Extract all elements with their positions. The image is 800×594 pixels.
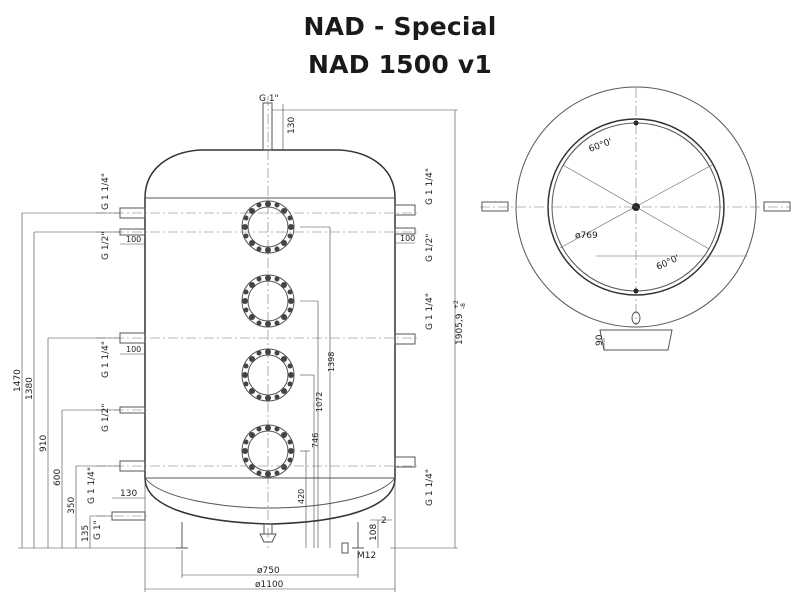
- top-port-label: G 1": [259, 94, 279, 104]
- flange: [241, 274, 295, 328]
- right-port-label: G 1 1/4": [425, 293, 435, 330]
- right-port: [394, 227, 416, 235]
- left-port-label: G 1 1/4": [101, 341, 111, 378]
- angle-label: 60°0': [588, 137, 614, 155]
- svg-text:1905,9: 1905,9: [455, 313, 465, 345]
- right-port-label: G 1 1/4": [425, 469, 435, 506]
- right-port: [394, 333, 416, 345]
- flange: [241, 348, 295, 402]
- right-port-label: G 1/2": [425, 234, 435, 262]
- drain-valve: [259, 533, 277, 543]
- flange: [241, 200, 295, 254]
- left-port-label: G 1 1/4": [87, 467, 97, 504]
- drawing-title: NAD - Special: [303, 12, 497, 41]
- svg-text:+2: +2: [453, 300, 460, 309]
- stub-length: 100: [400, 234, 415, 243]
- height-dim: 350: [67, 497, 77, 514]
- inner-diameter: ø769: [575, 231, 598, 241]
- top-view: 60°0' 60°0' ø769 90: [480, 86, 791, 351]
- bottom-stub-length: 130: [120, 489, 137, 499]
- foot-dim: 90: [595, 334, 605, 346]
- angle-label: 60°0': [655, 253, 681, 272]
- right-port: [394, 456, 416, 468]
- flange-height: 1072: [315, 392, 324, 412]
- height-dim: 135: [81, 525, 91, 542]
- small-dim: 2: [381, 516, 387, 526]
- feet-diameter: ø750: [257, 566, 280, 576]
- top-port: [262, 102, 273, 151]
- tank-shell: [144, 149, 396, 525]
- flange-height: 420: [297, 489, 306, 504]
- flange-height: 1398: [327, 352, 336, 372]
- body-diameter: ø1100: [255, 580, 284, 590]
- right-port-label: G 1 1/4": [425, 168, 435, 205]
- bottom-thread: M12: [357, 551, 376, 561]
- left-port-label: G 1/2": [101, 232, 111, 260]
- drawing-subtitle: NAD 1500 v1: [308, 50, 492, 79]
- stub-length: 100: [126, 235, 141, 244]
- left-port-label: G 1 1/4": [101, 173, 111, 210]
- flange-height: 746: [311, 433, 320, 448]
- right-port: [394, 204, 416, 216]
- height-dim: 1470: [13, 369, 23, 392]
- height-dim: 600: [53, 469, 63, 486]
- total-height: 1905,9 +2 -8: [453, 300, 467, 345]
- top-port-height: 130: [287, 117, 297, 134]
- height-dim: 1380: [25, 377, 35, 400]
- flange: [241, 424, 295, 478]
- left-port-label: G 1/2": [101, 404, 111, 432]
- side-view: G 1" 130 G 1 1/4" G 1/2" G 1 1/4" G 1/2"…: [13, 94, 467, 592]
- left-port-label: G 1": [93, 520, 103, 540]
- small-dim: 108: [369, 524, 379, 541]
- svg-text:-8: -8: [460, 303, 467, 309]
- stub-length: 100: [126, 345, 141, 354]
- height-dim: 910: [39, 435, 49, 452]
